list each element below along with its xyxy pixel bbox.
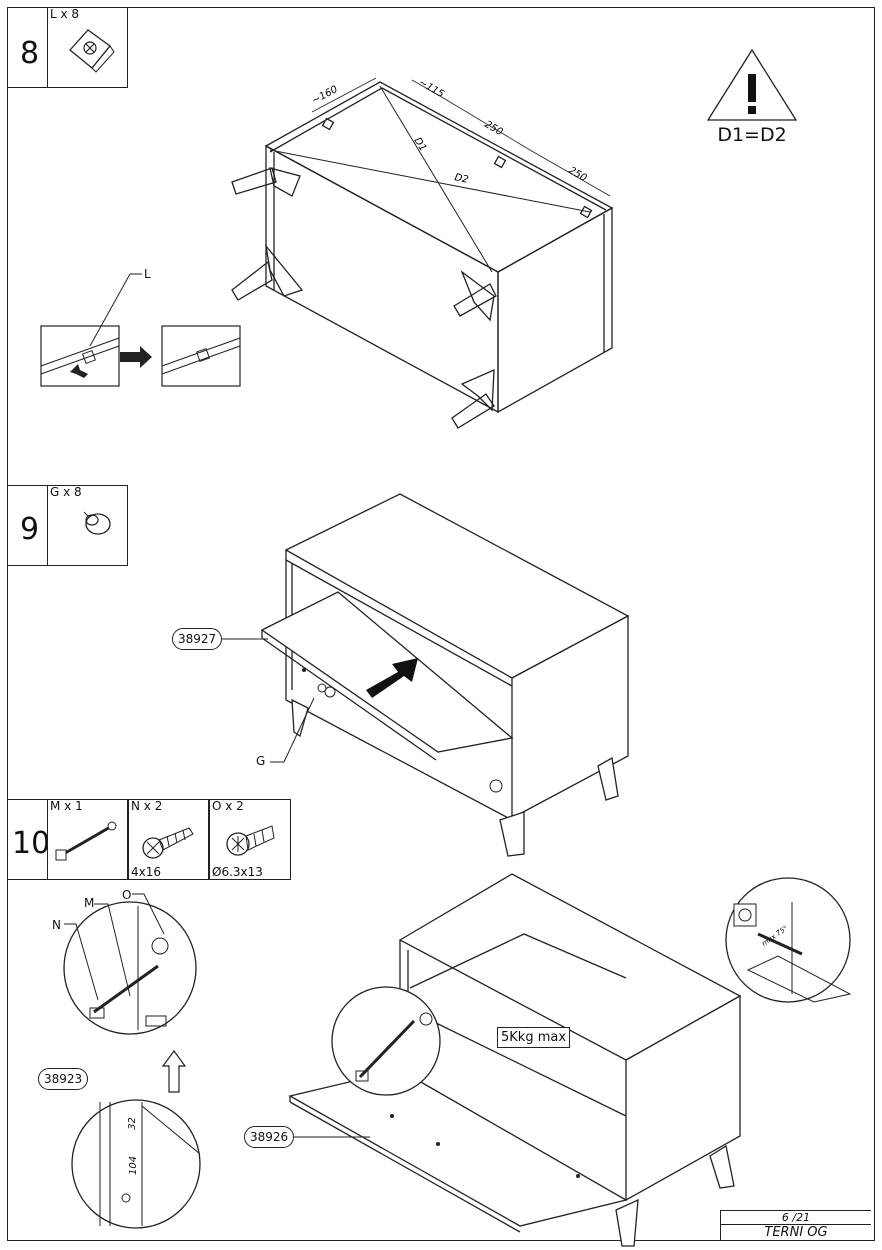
step-9-part-g: G x 8	[47, 485, 128, 566]
step-9-number: 9	[20, 512, 40, 547]
flap-stay-icon	[55, 821, 117, 861]
part-o-size: Ø6.3x13	[212, 865, 263, 879]
detail-letter-m: M	[84, 896, 95, 910]
load-limit-label: 5Kkg max	[497, 1027, 571, 1048]
step-10-number-box: 10	[7, 799, 51, 880]
diagonal-d2-label: D2	[453, 172, 469, 186]
part-n-label: N x 2	[131, 799, 163, 813]
part-o-label: O x 2	[212, 799, 244, 813]
product-title: TERNI OG	[721, 1224, 871, 1240]
warning-text: D1=D2	[717, 124, 787, 146]
part-n-size: 4x16	[131, 865, 162, 879]
warning-block: D1=D2	[706, 48, 798, 148]
corner-bracket-icon	[69, 29, 115, 73]
step-10-part-n: N x 2 4x16	[128, 799, 209, 880]
screwdriver-detail-circle	[725, 877, 852, 1003]
page-number: 6 /21	[781, 1211, 811, 1224]
dim-160: ~160	[310, 84, 339, 107]
screw-icon	[226, 825, 275, 856]
shelf-pin-icon	[83, 511, 111, 535]
panel-code-38926: 38926	[244, 1126, 295, 1148]
dim-250-a: 250	[483, 119, 505, 138]
stay-detail-circle	[63, 901, 197, 1035]
detail-letter-n: O	[122, 888, 132, 902]
step-10-cabinet-drawing	[288, 873, 742, 1247]
dim-115: ~115	[417, 77, 446, 100]
screw-icon	[142, 827, 194, 859]
step-8-cabinet-drawing: D1 D2 ~160 ~115 250 250	[231, 77, 614, 429]
step-8-number-box: 8	[7, 7, 48, 88]
step-8-part-l: L x 8	[47, 7, 128, 88]
step-8-bracket-detail	[40, 325, 241, 387]
step-10-leaders	[64, 893, 165, 1001]
step-10-part-o: O x 2 Ø6.3x13	[209, 799, 291, 880]
page-frame	[7, 7, 875, 1241]
step-8-number: 8	[20, 36, 40, 71]
leader-38927	[222, 638, 268, 640]
panel-code-38927: 38927	[172, 628, 223, 650]
part-g-label: G x 8	[50, 485, 82, 499]
leader-38926	[294, 1136, 370, 1138]
step-9-detail-letter: G	[256, 754, 266, 768]
step-8-detail-letter: L	[144, 267, 151, 281]
step-10-number: 10	[12, 826, 51, 861]
part-m-label: M x 1	[50, 799, 83, 813]
page-footer: 6 /21 TERNI OG	[720, 1210, 871, 1241]
step-10-part-m: M x 1	[47, 799, 128, 880]
step-8-leader-l	[89, 273, 142, 347]
detail-letter-o: N	[52, 918, 61, 932]
drill-detail-circle	[71, 1099, 201, 1229]
part-l-label: L x 8	[50, 7, 80, 21]
step-9-cabinet-drawing	[260, 493, 630, 857]
dim-250-b: 250	[567, 165, 589, 184]
up-arrow-icon	[161, 1049, 187, 1093]
panel-code-38923: 38923	[38, 1068, 89, 1090]
hinge-detail-circle	[331, 986, 441, 1096]
exclamation-icon	[706, 48, 798, 121]
diagonal-d1-label: D1	[411, 136, 428, 154]
